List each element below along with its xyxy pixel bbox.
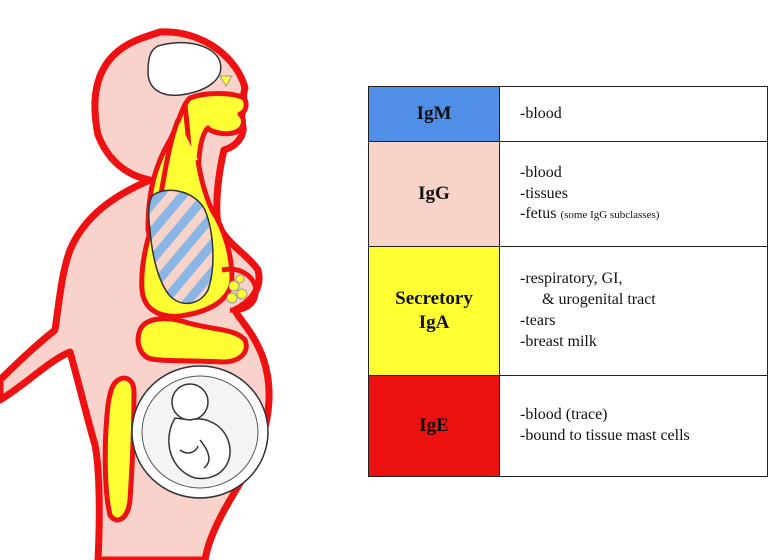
table-row-igm: IgM -blood [369, 87, 768, 142]
table-row-iga: Secretory IgA -respiratory, GI, & urogen… [369, 247, 768, 376]
location-line: -fetus (some IgG subclasses) [520, 204, 767, 225]
location-line: & urogenital tract [520, 290, 767, 311]
location-line: -blood [520, 104, 767, 125]
location-line: -tissues [520, 184, 767, 205]
iga-name-cell: Secretory IgA [369, 247, 500, 376]
igg-name-cell: IgG [369, 142, 500, 247]
fetus-label: -fetus [520, 205, 556, 222]
igg-label: IgG [418, 183, 450, 204]
igg-locations: -blood -tissues -fetus (some IgG subclas… [500, 142, 768, 247]
igm-locations: -blood [500, 87, 768, 142]
location-line: -blood [520, 163, 767, 184]
ige-name-cell: IgE [369, 376, 500, 477]
location-line: -breast milk [520, 332, 767, 353]
table-row-ige: IgE -blood (trace) -bound to tissue mast… [369, 376, 768, 477]
igg-subclass-note: (some IgG subclasses) [560, 209, 659, 221]
location-line: -respiratory, GI, [520, 269, 767, 290]
location-line: -bound to tissue mast cells [520, 426, 767, 447]
immunoglobulin-table: IgM -blood IgG -blood -tissues -fetus (s… [368, 86, 768, 477]
pregnant-body-figure [0, 0, 360, 560]
table-row-igg: IgG -blood -tissues -fetus (some IgG sub… [369, 142, 768, 247]
igm-name-cell: IgM [369, 87, 500, 142]
urogenital-tract [105, 378, 134, 520]
iga-label-line-2: IgA [369, 311, 499, 335]
ige-label: IgE [419, 415, 449, 436]
location-line: -blood (trace) [520, 405, 767, 426]
igm-label: IgM [417, 103, 452, 124]
location-line: -tears [520, 311, 767, 332]
iga-locations: -respiratory, GI, & urogenital tract -te… [500, 247, 768, 376]
ige-locations: -blood (trace) -bound to tissue mast cel… [500, 376, 768, 477]
iga-label-line-1: Secretory [369, 287, 499, 311]
